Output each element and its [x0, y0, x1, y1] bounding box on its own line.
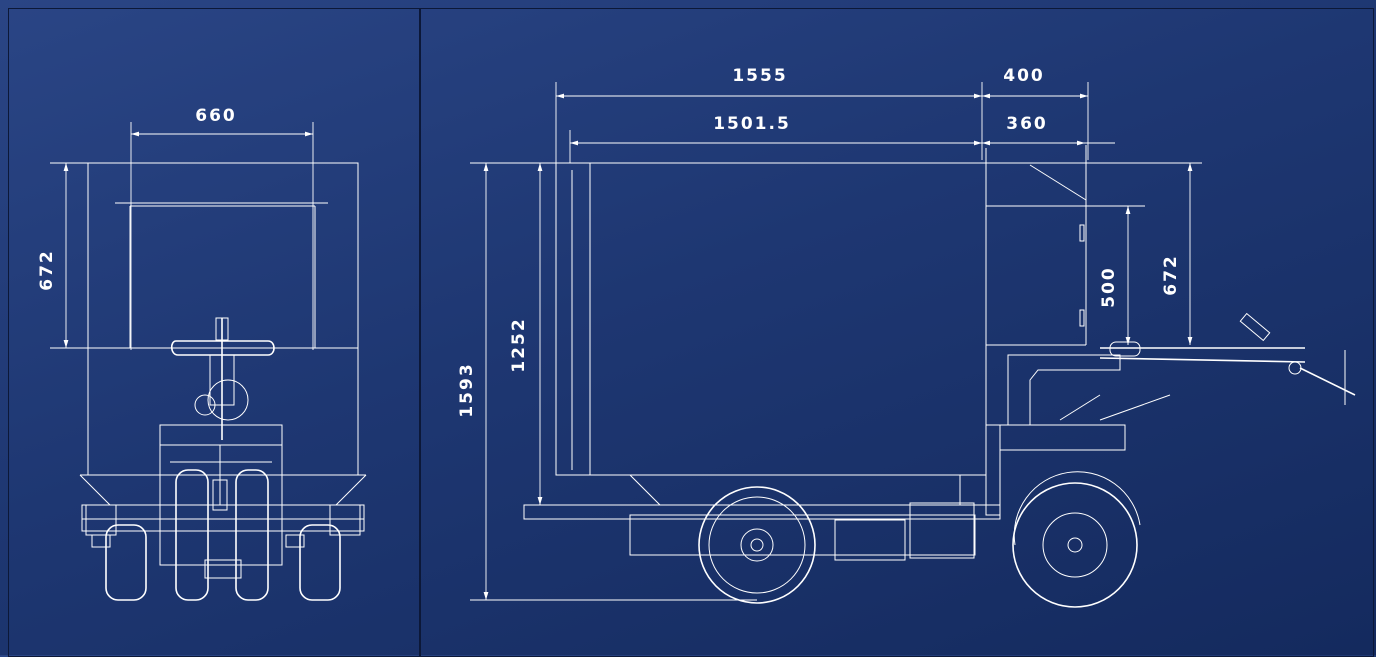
tail-inner-length-dim: 360 [1006, 114, 1048, 134]
side-length-dim: 1555 [732, 66, 787, 86]
front-view-drawing [50, 122, 367, 601]
box-height-dim: 1252 [509, 317, 529, 372]
overall-height-dim: 1593 [457, 362, 477, 417]
tail-length-dim: 400 [1003, 66, 1045, 86]
rear-upper-height-dim: 500 [1099, 266, 1119, 308]
side-view-drawing [470, 82, 1356, 608]
front-height-dim: 672 [37, 249, 57, 291]
side-inner-length-dim: 1501.5 [713, 114, 791, 134]
rear-height-dim: 672 [1161, 254, 1181, 296]
front-width-dim: 660 [195, 106, 237, 126]
